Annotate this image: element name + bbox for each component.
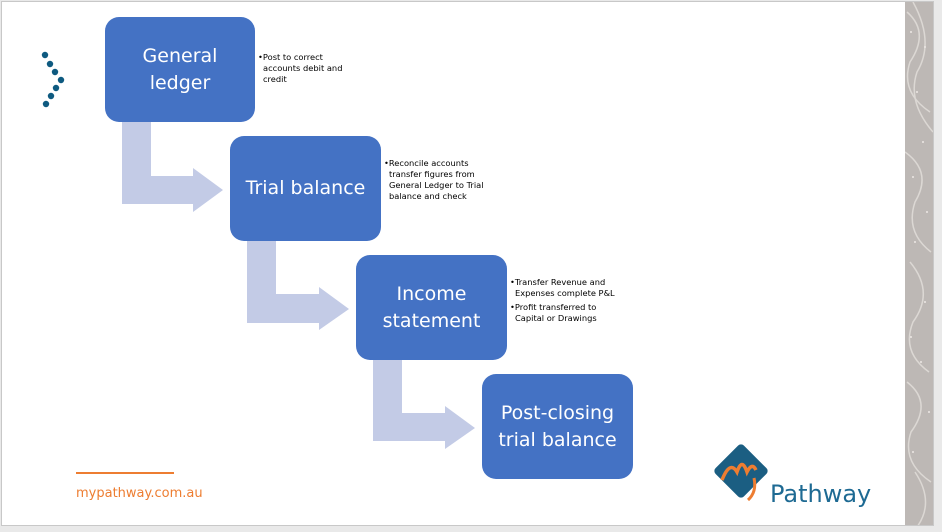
bent-arrow-1 xyxy=(122,122,223,212)
note-text: Profit transferred to Capital or Drawing… xyxy=(514,302,597,323)
step-label: Trial balance xyxy=(245,177,366,199)
step-label: General xyxy=(142,44,218,67)
note-text: Transfer Revenue and Expenses complete P… xyxy=(514,277,615,298)
dotted-chevron-icon xyxy=(41,51,65,108)
decorative-pattern-strip xyxy=(905,2,933,525)
step-label: Income xyxy=(396,282,467,305)
step-label: Post-closing xyxy=(500,401,615,424)
bent-arrow-2 xyxy=(247,241,349,330)
step-general-ledger: General ledger xyxy=(105,17,255,122)
note-text: Post to correct accounts debit and credi… xyxy=(262,52,343,84)
footer-divider xyxy=(76,472,174,474)
step-label: trial balance xyxy=(498,428,617,451)
note-income-statement: •Transfer Revenue and Expenses complete … xyxy=(510,277,615,323)
step-income-statement: Income statement xyxy=(356,255,507,360)
step-label: statement xyxy=(382,309,481,332)
logo-text: Pathway xyxy=(770,480,872,508)
slide: General ledger •Post to correct accounts … xyxy=(1,1,934,526)
bent-arrow-3 xyxy=(373,359,475,449)
pattern-icon xyxy=(905,2,933,525)
diagram-canvas xyxy=(41,51,768,502)
note-trial-balance: •Reconcile accounts transfer figures fro… xyxy=(384,158,484,201)
logo-mark-icon xyxy=(714,444,768,502)
step-post-closing-trial-balance: Post-closing trial balance xyxy=(482,374,633,479)
note-text: Reconcile accounts transfer figures from… xyxy=(388,158,484,201)
step-label: ledger xyxy=(149,71,211,94)
note-general-ledger: •Post to correct accounts debit and cred… xyxy=(258,52,343,84)
website-link[interactable]: mypathway.com.au xyxy=(76,486,203,501)
step-trial-balance: Trial balance xyxy=(230,136,381,241)
